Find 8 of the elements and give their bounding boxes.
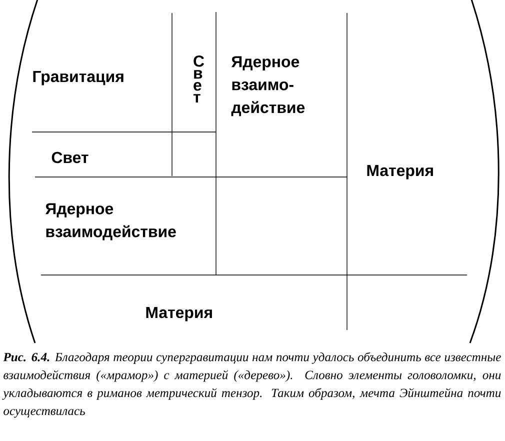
cell-label: Ядерное взаимодействие (45, 203, 176, 240)
caption: Рис. 6.4. Благодаря теории супергравитации нам почти удалось объединить все известные взаимодействия («мрамор») с материей («дерево»). Словно элементы головоломки, они укладываются в риманов метрический тензор. Таким образом, мечта Эйнштейна почти осуществилась (2, 352, 501, 418)
cell-label: Ядерное взаимо-действие (231, 56, 305, 116)
cell-label: Свет (52, 152, 88, 164)
cell-label: Свет (193, 56, 204, 102)
cell-label: Материя (367, 165, 433, 180)
cell-label: Материя (146, 307, 212, 322)
cell-label: Гравитация (33, 71, 124, 86)
